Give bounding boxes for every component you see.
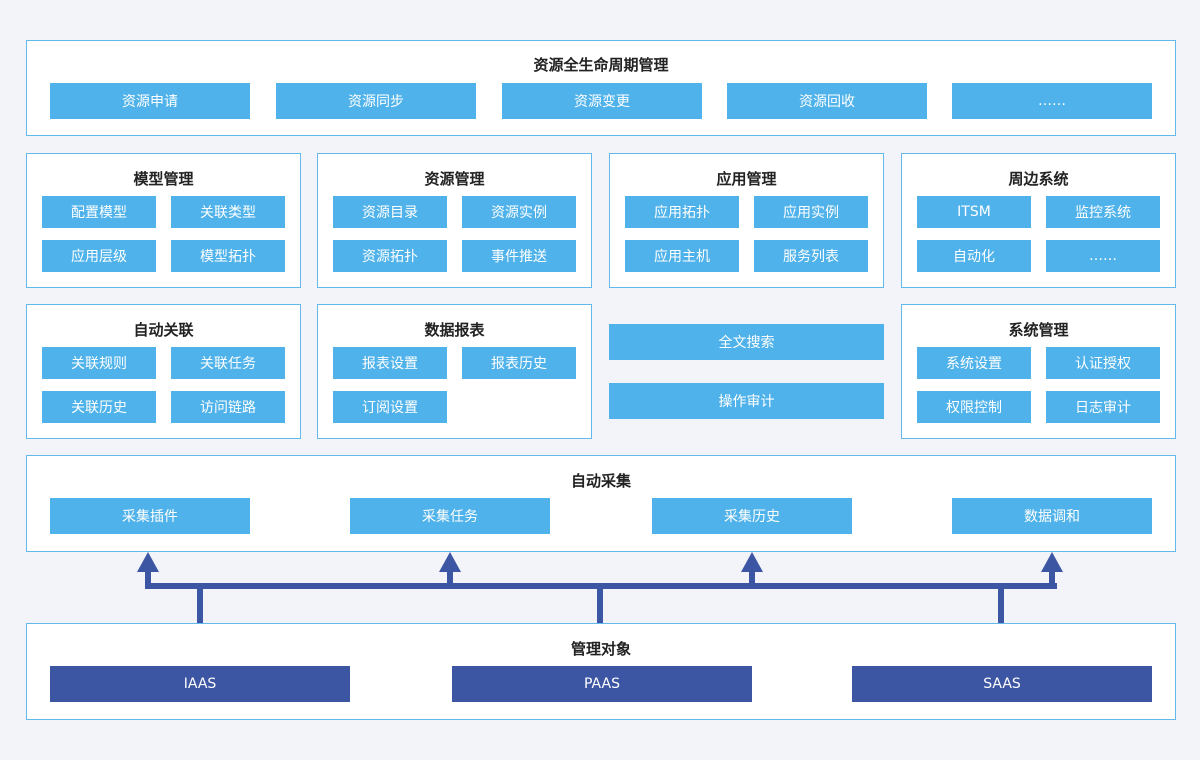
lifecycle-title: 资源全生命周期管理 [533,56,669,74]
operation-audit-button[interactable]: 操作审计 [609,383,884,419]
arrow-head-4 [1041,552,1063,572]
app-item-instance[interactable]: 应用实例 [754,196,868,228]
managed-object-iaas[interactable]: IAAS [50,666,350,702]
sys-item-auth[interactable]: 认证授权 [1046,347,1160,379]
assoc-item-tasks[interactable]: 关联任务 [171,347,285,379]
collect-item-tasks[interactable]: 采集任务 [350,498,550,534]
peripheral-title: 周边系统 [1008,170,1069,188]
collect-item-history[interactable]: 采集历史 [652,498,852,534]
lifecycle-item-more[interactable]: …… [952,83,1152,119]
app-mgmt-panel: 应用管理 应用拓扑 应用实例 应用主机 服务列表 [609,153,884,288]
arrow-shaft-3 [749,570,755,585]
lifecycle-item-apply[interactable]: 资源申请 [50,83,250,119]
resource-item-event-push[interactable]: 事件推送 [462,240,576,272]
model-item-config-model[interactable]: 配置模型 [42,196,156,228]
model-item-app-level[interactable]: 应用层级 [42,240,156,272]
peripheral-item-automation[interactable]: 自动化 [917,240,1031,272]
fulltext-search-button[interactable]: 全文搜索 [609,324,884,360]
sys-mgmt-panel: 系统管理 系统设置 认证授权 权限控制 日志审计 [901,304,1176,439]
arrow-head-1 [137,552,159,572]
resource-item-catalog[interactable]: 资源目录 [333,196,447,228]
collect-item-plugins[interactable]: 采集插件 [50,498,250,534]
sys-item-settings[interactable]: 系统设置 [917,347,1031,379]
resource-item-topology[interactable]: 资源拓扑 [333,240,447,272]
report-item-subscription[interactable]: 订阅设置 [333,391,447,423]
data-report-panel: 数据报表 报表设置 报表历史 订阅设置 [317,304,592,439]
arrow-trunk-right [998,589,1004,623]
resource-mgmt-panel: 资源管理 资源目录 资源实例 资源拓扑 事件推送 [317,153,592,288]
model-mgmt-title: 模型管理 [133,170,194,188]
app-item-topology[interactable]: 应用拓扑 [625,196,739,228]
model-mgmt-panel: 模型管理 配置模型 关联类型 应用层级 模型拓扑 [26,153,301,288]
app-item-service-list[interactable]: 服务列表 [754,240,868,272]
assoc-item-history[interactable]: 关联历史 [42,391,156,423]
assoc-item-rules[interactable]: 关联规则 [42,347,156,379]
lifecycle-item-recycle[interactable]: 资源回收 [727,83,927,119]
managed-object-paas[interactable]: PAAS [452,666,752,702]
auto-collect-title: 自动采集 [570,472,631,490]
arrow-shaft-1 [145,570,151,585]
peripheral-item-itsm[interactable]: ITSM [917,196,1031,228]
peripheral-item-more[interactable]: …… [1046,240,1160,272]
sys-item-permissions[interactable]: 权限控制 [917,391,1031,423]
auto-collect-panel: 自动采集 采集插件 采集任务 采集历史 数据调和 [26,455,1176,552]
arrow-trunk-left [197,589,203,623]
peripheral-panel: 周边系统 ITSM 监控系统 自动化 …… [901,153,1176,288]
resource-item-instance[interactable]: 资源实例 [462,196,576,228]
model-item-model-topology[interactable]: 模型拓扑 [171,240,285,272]
app-mgmt-title: 应用管理 [716,170,777,188]
arrow-horizontal-bar [145,583,1057,589]
lifecycle-panel: 资源全生命周期管理 资源申请 资源同步 资源变更 资源回收 …… [26,40,1176,136]
resource-mgmt-title: 资源管理 [424,170,485,188]
peripheral-item-monitoring[interactable]: 监控系统 [1046,196,1160,228]
assoc-item-access-chain[interactable]: 访问链路 [171,391,285,423]
arrow-head-2 [439,552,461,572]
lifecycle-item-change[interactable]: 资源变更 [502,83,702,119]
data-report-title: 数据报表 [424,321,485,339]
auto-assoc-panel: 自动关联 关联规则 关联任务 关联历史 访问链路 [26,304,301,439]
lifecycle-item-sync[interactable]: 资源同步 [276,83,476,119]
sys-item-log-audit[interactable]: 日志审计 [1046,391,1160,423]
managed-object-saas[interactable]: SAAS [852,666,1152,702]
model-item-relation-type[interactable]: 关联类型 [171,196,285,228]
arrow-trunk-center [597,589,603,623]
arrow-shaft-2 [447,570,453,585]
report-item-history[interactable]: 报表历史 [462,347,576,379]
collect-item-reconcile[interactable]: 数据调和 [952,498,1152,534]
sys-mgmt-title: 系统管理 [1008,321,1069,339]
arrow-shaft-4 [1049,570,1055,585]
managed-objects-panel: 管理对象 IAAS PAAS SAAS [26,623,1176,720]
report-item-settings[interactable]: 报表设置 [333,347,447,379]
managed-objects-title: 管理对象 [570,640,631,658]
auto-assoc-title: 自动关联 [133,321,194,339]
arrow-head-3 [741,552,763,572]
app-item-host[interactable]: 应用主机 [625,240,739,272]
